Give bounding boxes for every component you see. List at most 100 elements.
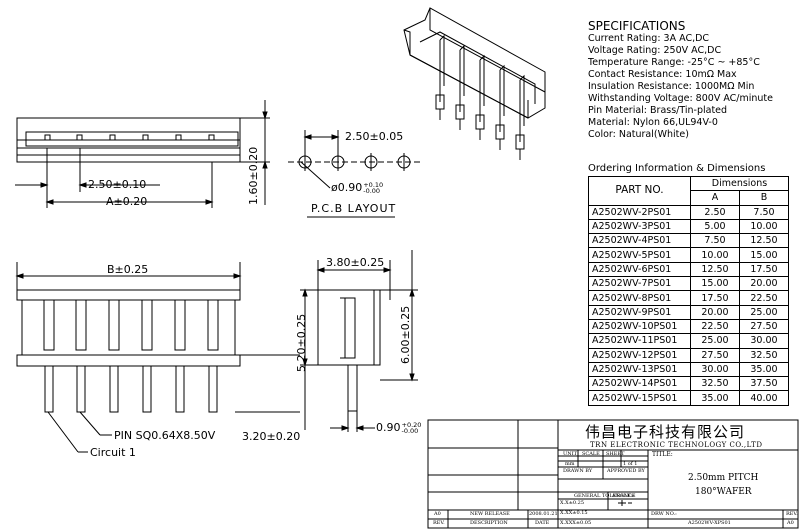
tb-rev-label: REV.: [433, 520, 445, 526]
dim-a-cell: 25.00: [690, 333, 740, 349]
dim-a-cell: 27.50: [690, 347, 740, 363]
tb-drawn-by: DRAWN BY: [563, 468, 593, 474]
spec-line: Color: Natural(White): [588, 129, 689, 140]
part-number-cell: A2502WV-5PS01: [588, 247, 691, 263]
tb-rev-right-value: A0: [787, 520, 794, 526]
ordering-title: Ordering Information & Dimensions: [588, 163, 766, 174]
pin-width-value: 0.90: [376, 421, 401, 434]
dim-b-cell: 35.00: [739, 361, 789, 378]
dim-pitch-front: 2.50±0.10: [88, 178, 147, 191]
spec-line: Withstanding Voltage: 800V AC/minute: [588, 93, 774, 104]
dim-b-cell: 20.00: [739, 276, 789, 292]
specifications-title: SPECIFICATIONS: [588, 19, 686, 33]
tb-unit-label: UNIT: [563, 451, 577, 457]
dim-b: B±0.25: [107, 263, 149, 276]
part-number-cell: A2502WV-9PS01: [588, 304, 691, 320]
tb-scale-label: SCALE: [582, 451, 600, 457]
dim-a: A±0.20: [106, 195, 148, 208]
pin-width-tol-minus: -0.00: [401, 427, 419, 435]
col-b-header: B: [739, 190, 789, 206]
tb-tol-3: X.XXX±0.05: [560, 520, 592, 526]
dim-a-cell: 2.50: [690, 204, 740, 220]
dim-a-cell: 12.50: [690, 261, 740, 278]
dim-b-cell: 7.50: [739, 204, 789, 220]
spec-line: Insulation Resistance: 1000MΩ Min: [588, 81, 755, 92]
dim-pitch-top: 2.50±0.05: [345, 130, 404, 143]
tb-angle: ANGLE±: [612, 493, 636, 499]
dim-b-cell: 27.50: [739, 318, 789, 335]
spec-line: Voltage Rating: 250V AC,DC: [588, 45, 722, 56]
dim-a-cell: 30.00: [690, 361, 740, 378]
tb-drw-no: A2502WV-XPS01: [688, 520, 731, 526]
col-a-header: A: [690, 190, 740, 206]
dim-b-cell: 30.00: [739, 333, 789, 349]
spec-line: Material: Nylon 66,UL94V-0: [588, 117, 718, 128]
tb-date-value: 2008.01.21: [529, 511, 558, 517]
dim-b-cell: 22.50: [739, 290, 789, 306]
part-number-cell: A2502WV-2PS01: [588, 204, 691, 220]
part-number-cell: A2502WV-11PS01: [588, 333, 691, 349]
hole-dia-value: ø0.90: [331, 181, 363, 194]
part-number-cell: A2502WV-3PS01: [588, 218, 691, 235]
ordering-header-row: PART NO. Dimensions: [588, 175, 789, 206]
tb-title-line1: 2.50mm PITCH: [688, 473, 759, 483]
tb-title-label: TITLE:: [652, 451, 673, 458]
dim-a-cell: 22.50: [690, 318, 740, 335]
pcb-layout: [288, 130, 420, 218]
tb-tol-1: X.X±0.25: [560, 500, 585, 506]
dim-a-cell: 10.00: [690, 247, 740, 263]
isometric-pins: [435, 34, 525, 160]
dim-b-cell: 15.00: [739, 247, 789, 263]
tb-description-label: DESCRIPTION: [470, 520, 508, 526]
part-number-cell: A2502WV-7PS01: [588, 276, 691, 292]
dim-a-cell: 15.00: [690, 276, 740, 292]
dim-hole-diameter: ø0.90+0.10-0.00: [331, 181, 384, 195]
col-part-header: PART NO.: [588, 176, 691, 206]
tb-title-line2: 180°WAFER: [695, 487, 752, 497]
ordering-subheader-row: A B: [589, 190, 789, 206]
tb-tol-2: X.XX±0.15: [560, 510, 588, 516]
tb-rev-a0: A0: [434, 511, 441, 517]
dim-a-cell: 7.50: [690, 233, 740, 249]
company-name-en: TRN ELECTRONIC TECHNOLOGY CO.,LTD: [590, 441, 763, 449]
part-number-cell: A2502WV-10PS01: [588, 318, 691, 335]
tb-approved-by: APPROVED BY: [607, 468, 645, 474]
tb-new-release: NEW RELEASE: [470, 511, 510, 517]
hole-tol-plus: +0.10: [363, 181, 384, 189]
dim-side-h1: 5.20±0.25: [295, 313, 308, 372]
dim-b-cell: 25.00: [739, 304, 789, 320]
part-number-cell: A2502WV-6PS01: [588, 261, 691, 278]
dim-side-h2: 6.00±0.25: [399, 305, 412, 364]
dim-a-cell: 17.50: [690, 290, 740, 306]
dim-b-cell: 17.50: [739, 261, 789, 278]
spec-line: Temperature Range: -25°C ~ +85°C: [588, 57, 760, 68]
dim-pin-tail: 3.20±0.20: [242, 430, 301, 443]
front-view-pins: [43, 299, 219, 413]
top-view: [15, 100, 270, 208]
top-view-pins: [44, 134, 215, 141]
company-name-cn: 伟昌电子科技有限公司: [585, 423, 746, 441]
part-number-cell: A2502WV-4PS01: [588, 233, 691, 249]
part-number-cell: A2502WV-14PS01: [588, 376, 691, 392]
dim-a-cell: 32.50: [690, 376, 740, 392]
spec-line: Current Rating: 3A AC,DC: [588, 33, 710, 44]
dim-a-cell: 5.00: [690, 218, 740, 235]
dim-side-width: 3.80±0.25: [326, 256, 385, 269]
dim-height-top: 1.60±0.20: [247, 146, 260, 205]
part-number-cell: A2502WV-13PS01: [588, 361, 691, 378]
dim-b-cell: 32.50: [739, 347, 789, 363]
pcb-layout-label: P.C.B LAYOUT: [311, 202, 397, 215]
dim-b-cell: 10.00: [739, 218, 789, 235]
dim-pin-width: 0.90+0.20-0.00: [376, 421, 421, 435]
